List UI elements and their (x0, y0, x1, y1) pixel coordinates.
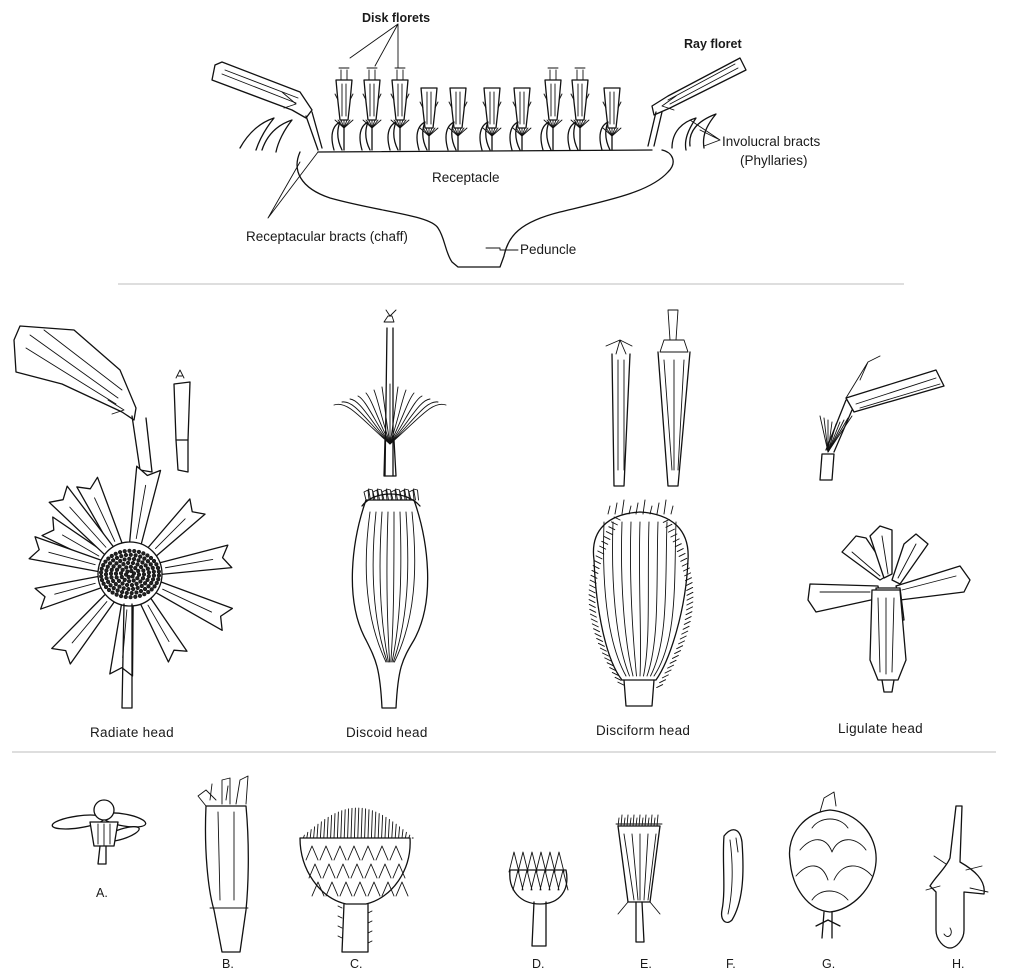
involucre-a-drawing (51, 800, 146, 864)
letter-e: E. (640, 957, 652, 970)
ligulate-head-drawing (808, 356, 970, 692)
letter-f: F. (726, 957, 736, 970)
disciform-head-label: Disciform head (596, 723, 690, 738)
involucre-e-drawing (616, 815, 662, 942)
letter-a: A. (96, 886, 108, 900)
letter-d: D. (532, 957, 545, 970)
peduncle-label: Peduncle (520, 242, 576, 257)
ray-floret-left (212, 62, 322, 150)
receptacle-outline (297, 150, 673, 267)
letter-h: H. (952, 957, 965, 970)
disk-florets-leader (350, 24, 398, 68)
chaff-leader (268, 152, 318, 218)
disk-florets-label: Disk florets (362, 11, 430, 25)
involucre-c-drawing (300, 808, 413, 952)
involucre-f-drawing (722, 830, 743, 923)
receptacular-bracts-label: Receptacular bracts (chaff) (246, 229, 408, 244)
involucre-g-drawing (789, 792, 876, 938)
involucre-h-drawing (926, 806, 988, 948)
bract-right-2 (672, 118, 696, 150)
phyllaries-label: (Phyllaries) (740, 153, 808, 168)
radiate-head-label: Radiate head (90, 725, 174, 740)
bract-left-1 (240, 118, 274, 150)
letter-g: G. (822, 957, 835, 970)
peduncle-leader (486, 248, 518, 250)
ligulate-head-label: Ligulate head (838, 721, 923, 736)
ray-floret-right (648, 58, 746, 146)
involucral-bracts-label: Involucral bracts (722, 134, 821, 149)
letter-c: C. (350, 957, 363, 970)
involucre-d-drawing (509, 852, 568, 946)
involucral-bracts-leader (690, 120, 720, 146)
discoid-head-label: Discoid head (346, 725, 428, 740)
discoid-head-drawing (334, 310, 446, 708)
disk-florets-row (332, 68, 621, 150)
involucre-b-drawing (198, 776, 248, 952)
ray-floret-label: Ray floret (684, 37, 742, 51)
bract-left-2 (262, 120, 292, 152)
letter-b: B. (222, 957, 234, 970)
disciform-head-drawing (589, 310, 693, 706)
radiate-head-drawing (14, 326, 232, 708)
receptacle-label: Receptacle (432, 170, 500, 185)
